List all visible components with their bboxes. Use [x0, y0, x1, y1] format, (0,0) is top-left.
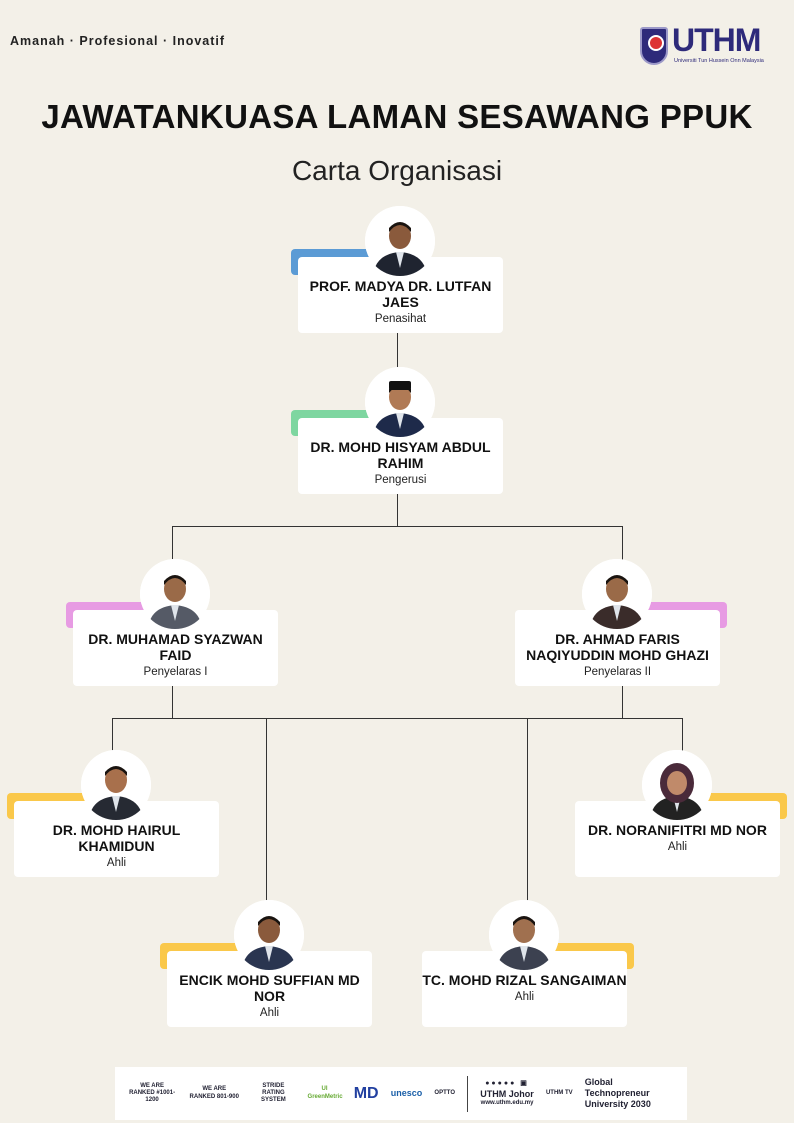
member-photo	[140, 559, 210, 629]
member-name: PROF. MADYA DR. LUTFAN JAES	[309, 278, 492, 310]
member-photo	[365, 367, 435, 437]
person-icon	[81, 750, 151, 820]
logo-subtitle: Universiti Tun Hussein Onn Malaysia	[674, 58, 764, 64]
footer-social: ●●●●● ▣ UTHM Johor www.uthm.edu.my	[480, 1080, 534, 1106]
person-icon	[140, 559, 210, 629]
footer-optto: OPTTO	[434, 1089, 455, 1096]
logo-text: UTHM	[672, 22, 761, 58]
member-photo	[489, 900, 559, 970]
member-name: ENCIK MOHD SUFFIAN MD NOR	[179, 972, 360, 1004]
footer-greenmetric: UI GreenMetric	[307, 1086, 343, 1100]
connector	[172, 686, 173, 718]
person-icon	[582, 559, 652, 629]
uthm-logo: UTHM Universiti Tun Hussein Onn Malaysia	[640, 22, 790, 69]
person-icon	[489, 900, 559, 970]
member-photo	[234, 900, 304, 970]
person-icon	[642, 750, 712, 820]
connector	[172, 526, 623, 527]
connector	[112, 718, 113, 752]
member-card: DR. MUHAMAD SYAZWAN FAID Penyelaras I	[73, 610, 278, 686]
footer-gtu: Global Technopreneur University 2030	[584, 1077, 651, 1109]
member-photo	[582, 559, 652, 629]
footer-logos: WE ARE RANKED #1001-1200 WE ARE RANKED 8…	[115, 1067, 687, 1120]
member-role: Penyelaras II	[583, 666, 652, 678]
member-name: TC. MOHD RIZAL SANGAIMAN	[422, 972, 627, 988]
member-role: Penasihat	[374, 313, 427, 325]
connector	[172, 526, 173, 560]
footer-uthm-tv: UTHM TV	[545, 1089, 573, 1096]
connector	[682, 718, 683, 752]
shield-icon	[640, 27, 668, 65]
member-role: Ahli	[667, 841, 688, 853]
motto: Amanah · Profesional · Inovatif	[10, 34, 226, 48]
connector	[622, 686, 623, 718]
footer-ranking-2: WE ARE RANKED 801-900	[189, 1086, 239, 1100]
member-name: DR. AHMAD FARIS NAQIYUDDIN MOHD GHAZI	[526, 631, 709, 663]
person-icon	[365, 206, 435, 276]
person-icon	[234, 900, 304, 970]
footer-website: www.uthm.edu.my	[480, 1099, 534, 1106]
person-icon	[365, 367, 435, 437]
member-role: Ahli	[259, 1007, 280, 1019]
connector	[622, 526, 623, 560]
member-name: DR. MOHD HISYAM ABDUL RAHIM	[310, 439, 491, 471]
footer-stride: STRIDE RATING SYSTEM	[261, 1082, 286, 1104]
footer-ranking-1: WE ARE RANKED #1001-1200	[129, 1082, 176, 1104]
footer-md: MD	[353, 1084, 379, 1102]
member-role: Ahli	[514, 991, 535, 1003]
member-role: Ahli	[106, 857, 127, 869]
member-name: DR. MOHD HAIRUL KHAMIDUN	[52, 822, 181, 854]
divider	[467, 1075, 469, 1112]
connector	[527, 718, 528, 902]
page-subtitle: Carta Organisasi	[291, 155, 503, 186]
connector	[112, 718, 683, 719]
connector	[397, 494, 398, 526]
member-name: DR. MUHAMAD SYAZWAN FAID	[88, 631, 263, 663]
member-card: DR. MOHD HAIRUL KHAMIDUN Ahli	[14, 801, 219, 877]
member-photo	[365, 206, 435, 276]
footer-uthm-johor: UTHM Johor	[480, 1088, 534, 1099]
footer-unesco: unesco	[390, 1088, 423, 1099]
member-photo	[642, 750, 712, 820]
member-role: Penyelaras I	[143, 666, 208, 678]
member-name: DR. NORANIFITRI MD NOR	[588, 822, 767, 838]
social-icons: ●●●●● ▣	[485, 1080, 529, 1088]
member-role: Pengerusi	[374, 474, 427, 486]
member-photo	[81, 750, 151, 820]
page-title: JAWATANKUASA LAMAN SESAWANG PPUK	[41, 98, 753, 135]
connector	[266, 718, 267, 902]
